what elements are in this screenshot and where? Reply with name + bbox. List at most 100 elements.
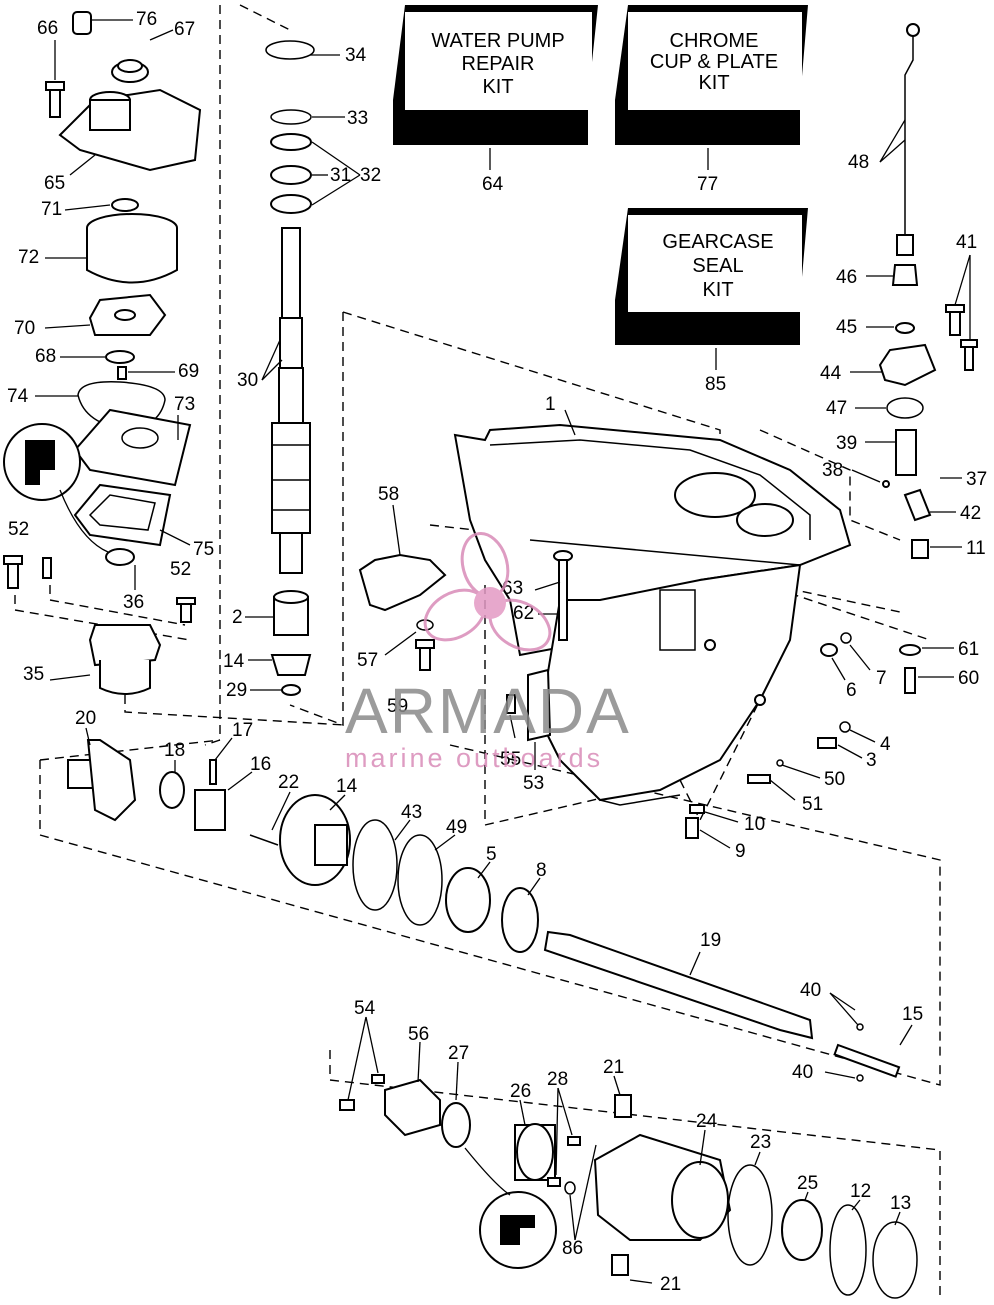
- callout-14-upper: 14: [223, 651, 245, 672]
- callout-6: 6: [846, 680, 857, 701]
- callout-52-right: 52: [170, 559, 191, 580]
- propeller-logo: [423, 532, 552, 652]
- watermark-brand: ARMADA: [345, 675, 631, 747]
- callout-23: 23: [750, 1132, 771, 1153]
- callout-43: 43: [401, 802, 422, 823]
- callout-17: 17: [232, 720, 253, 741]
- driveshaft-assembly: [265, 40, 315, 696]
- kit-box-water-pump: [393, 5, 598, 145]
- callout-61: 61: [958, 639, 979, 660]
- kit-water-pump-line-2: REPAIR: [462, 53, 535, 75]
- callout-42: 42: [960, 503, 981, 524]
- callout-69: 69: [178, 361, 199, 382]
- kit-water-pump-line-1: WATER PUMP: [431, 30, 564, 52]
- armada-watermark: ARMADA marine outboards: [345, 532, 631, 773]
- callout-18: 18: [164, 740, 185, 761]
- water-pump-assembly: [3, 11, 202, 695]
- callout-31: 31: [330, 165, 351, 186]
- callout-21-upper: 21: [603, 1057, 624, 1078]
- callout-39: 39: [836, 433, 857, 454]
- callout-25: 25: [797, 1173, 818, 1194]
- propshaft-gear-row: [67, 739, 901, 1082]
- callout-71: 71: [41, 199, 62, 220]
- callout-50: 50: [824, 769, 845, 790]
- callout-74: 74: [7, 386, 29, 407]
- callout-4: 4: [880, 734, 891, 755]
- callout-49: 49: [446, 817, 467, 838]
- callout-21-lower: 21: [660, 1274, 681, 1295]
- callout-10: 10: [744, 814, 765, 835]
- callout-2: 2: [232, 607, 243, 628]
- callout-64: 64: [482, 174, 504, 195]
- callout-22: 22: [278, 772, 299, 793]
- callout-52-left: 52: [8, 519, 29, 540]
- callout-73: 73: [174, 394, 195, 415]
- dashed-group-lines: [14, 4, 941, 1300]
- callout-66: 66: [37, 18, 58, 39]
- callout-44: 44: [820, 363, 842, 384]
- callout-55: 55: [500, 749, 521, 770]
- callout-9: 9: [735, 841, 746, 862]
- kit-chrome-line-2: CUP & PLATE: [650, 51, 778, 73]
- callout-48: 48: [848, 152, 869, 173]
- callout-72: 72: [18, 247, 39, 268]
- callout-58: 58: [378, 484, 399, 505]
- bearing-housing-row: [339, 1074, 918, 1299]
- callout-33: 33: [347, 108, 368, 129]
- callout-26: 26: [510, 1081, 531, 1102]
- callout-70: 70: [14, 318, 35, 339]
- callout-24: 24: [696, 1111, 718, 1132]
- callout-76: 76: [136, 9, 157, 30]
- kit-box-chrome: [615, 5, 808, 145]
- callout-68: 68: [35, 346, 56, 367]
- callout-30: 30: [237, 370, 258, 391]
- callout-60: 60: [958, 668, 979, 689]
- callout-leaders: [35, 19, 971, 1284]
- mid-hardware: [358, 550, 921, 839]
- callout-29: 29: [226, 680, 247, 701]
- callout-32: 32: [360, 165, 381, 186]
- kit-chrome-line-1: CHROME: [670, 30, 759, 52]
- callout-36: 36: [123, 592, 144, 613]
- callout-labels: 66 76 67 65 71 72 70 68 69 74 73 75 52 3…: [7, 9, 987, 1295]
- callout-5: 5: [486, 844, 497, 865]
- kit-gearcase-line-3: KIT: [702, 279, 733, 301]
- kit-chrome-line-3: KIT: [698, 72, 729, 94]
- gearcase-housing: [453, 423, 852, 806]
- callout-11: 11: [966, 538, 986, 559]
- callout-14-lower: 14: [336, 776, 358, 797]
- callout-65: 65: [44, 173, 65, 194]
- callout-40-upper: 40: [800, 980, 821, 1001]
- callout-59: 59: [387, 696, 408, 717]
- callout-57: 57: [357, 650, 378, 671]
- callout-86: 86: [562, 1238, 583, 1259]
- callout-38: 38: [822, 460, 843, 481]
- callout-75: 75: [193, 539, 214, 560]
- callout-47: 47: [826, 398, 847, 419]
- callout-41: 41: [956, 232, 977, 253]
- callout-20: 20: [75, 708, 96, 729]
- callout-1: 1: [545, 394, 556, 415]
- callout-40-lower: 40: [792, 1062, 813, 1083]
- kit-water-pump-line-3: KIT: [482, 76, 513, 98]
- callout-67: 67: [174, 19, 195, 40]
- callout-16: 16: [250, 754, 271, 775]
- callout-85: 85: [705, 374, 726, 395]
- callout-45: 45: [836, 317, 857, 338]
- shift-rod-assembly: [878, 23, 978, 559]
- callout-34: 34: [345, 45, 367, 66]
- callout-3: 3: [866, 750, 877, 771]
- callout-46: 46: [836, 267, 857, 288]
- kit-gearcase-line-2: SEAL: [692, 255, 743, 277]
- callout-62: 62: [513, 603, 534, 624]
- watermark-tagline: marine outboards: [345, 743, 603, 773]
- callout-77: 77: [697, 174, 718, 195]
- callout-27: 27: [448, 1043, 469, 1064]
- callout-13: 13: [890, 1193, 911, 1214]
- callout-7: 7: [876, 668, 887, 689]
- callout-8: 8: [536, 860, 547, 881]
- callout-19: 19: [700, 930, 721, 951]
- kit-box-gearcase-seal: [615, 208, 808, 345]
- callout-53: 53: [523, 773, 544, 794]
